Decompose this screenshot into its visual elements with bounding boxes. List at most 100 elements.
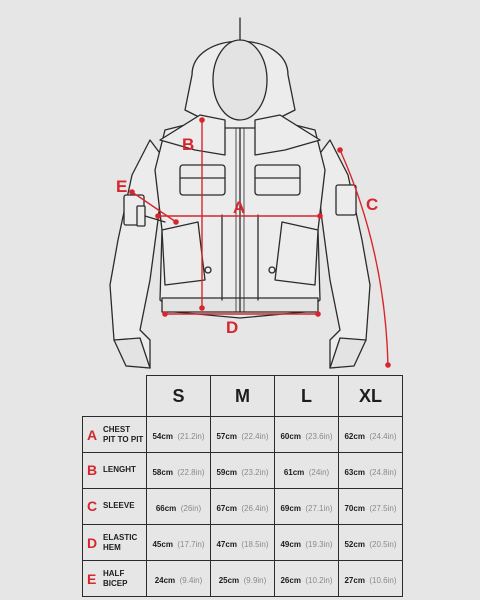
measurement-value: 54cm (21.2in) [146, 416, 211, 453]
value-cm: 63cm [344, 467, 365, 477]
measurement-value: 27cm (10.6in) [338, 560, 403, 597]
measurement-name: HALF BICEP [103, 568, 128, 588]
value-cm: 54cm [152, 431, 173, 441]
measurement-letter: D [87, 534, 98, 551]
measurement-value: 59cm (23.2in) [210, 452, 275, 489]
measurement-value: 25cm (9.9in) [210, 560, 275, 597]
value-cm: 60cm [280, 431, 301, 441]
value-inch: (24.4in) [369, 431, 397, 441]
dim-c-letter: C [366, 195, 378, 214]
value-cm: 49cm [280, 539, 301, 549]
dim-d-letter: D [226, 318, 238, 337]
value-inch: (23.6in) [305, 431, 333, 441]
measurement-value: 60cm (23.6in) [274, 416, 339, 453]
value-cm: 52cm [344, 539, 365, 549]
measurement-label: A CHEST PIT TO PIT [82, 416, 147, 453]
jacket-technical-drawing: A B C D E [109, 17, 391, 369]
measurement-name: LENGHT [103, 465, 136, 475]
right-collar-flap [254, 114, 321, 156]
value-inch: (24.8in) [369, 467, 397, 477]
measurement-name: CHEST PIT TO PIT [103, 424, 144, 444]
value-inch: (10.6in) [369, 575, 397, 585]
right-sleeve-pocket [335, 184, 357, 216]
value-inch: (27.5in) [369, 503, 397, 513]
dim-b-letter: B [182, 135, 194, 154]
value-inch: (9.4in) [179, 575, 203, 585]
measurement-label: C SLEEVE [82, 488, 147, 525]
value-inch: (23.2in) [241, 467, 269, 477]
measurement-value: 58cm (22.8in) [146, 452, 211, 489]
dim-e-line [129, 189, 179, 225]
size-header: L [274, 375, 339, 417]
value-inch: (26.4in) [241, 503, 269, 513]
measurement-letter: E [87, 570, 97, 587]
dim-e-letter: E [116, 177, 127, 196]
measurement-value: 63cm (24.8in) [338, 452, 403, 489]
measurement-value: 66cm (26in) [146, 488, 211, 525]
value-cm: 62cm [344, 431, 365, 441]
measurement-value: 69cm (27.1in) [274, 488, 339, 525]
value-inch: (18.5in) [241, 539, 269, 549]
measurement-value: 24cm (9.4in) [146, 560, 211, 597]
value-inch: (22.4in) [241, 431, 269, 441]
value-cm: 66cm [155, 503, 177, 513]
value-cm: 45cm [152, 539, 173, 549]
value-inch: (24in) [308, 467, 330, 477]
value-cm: 58cm [152, 467, 173, 477]
measurement-name: ELASTIC HEM [103, 532, 138, 552]
value-cm: 69cm [280, 503, 301, 513]
value-inch: (17.7in) [177, 539, 205, 549]
value-inch: (22.8in) [177, 467, 205, 477]
size-header: S [146, 375, 211, 417]
jacket-outline [109, 17, 371, 369]
right-chest-pocket [254, 164, 301, 196]
value-cm: 70cm [344, 503, 365, 513]
left-cuff [113, 337, 151, 369]
value-inch: (21.2in) [177, 431, 205, 441]
measurement-letter: A [87, 426, 98, 443]
value-cm: 61cm [283, 467, 305, 477]
value-cm: 47cm [216, 539, 237, 549]
measurement-value: 62cm (24.4in) [338, 416, 403, 453]
value-cm: 59cm [216, 467, 237, 477]
measurement-value: 49cm (19.3in) [274, 524, 339, 561]
right-lower-pocket [274, 221, 319, 286]
dim-c-line [337, 147, 391, 368]
measurement-value: 61cm (24in) [274, 452, 339, 489]
measurement-label: B LENGHT [82, 452, 147, 489]
measurement-value: 26cm (10.2in) [274, 560, 339, 597]
value-inch: (26in) [180, 503, 202, 513]
value-inch: (10.2in) [305, 575, 333, 585]
left-collar-flap [159, 114, 226, 156]
size-header: XL [338, 375, 403, 417]
measurement-value: 70cm (27.5in) [338, 488, 403, 525]
measurement-label: E HALF BICEP [82, 560, 147, 597]
size-header: M [210, 375, 275, 417]
measurement-value: 45cm (17.7in) [146, 524, 211, 561]
measurement-label: D ELASTIC HEM [82, 524, 147, 561]
value-inch: (19.3in) [305, 539, 333, 549]
value-inch: (27.1in) [305, 503, 333, 513]
measurement-row: C SLEEVE 66cm (26in) 67cm (26.4in) 69cm (27.… [82, 488, 403, 525]
value-cm: 67cm [216, 503, 237, 513]
size-header-row: S M L XL [82, 375, 403, 417]
value-cm: 57cm [216, 431, 237, 441]
measurement-letter: B [87, 462, 98, 479]
measurement-name: SLEEVE [103, 501, 135, 511]
value-inch: (9.9in) [243, 575, 267, 585]
hood-opening [212, 39, 268, 121]
corner-cell [82, 375, 147, 417]
measurement-letter: C [87, 498, 98, 515]
measurement-value: 47cm (18.5in) [210, 524, 275, 561]
left-lower-pocket [161, 221, 206, 286]
value-cm: 25cm [218, 575, 240, 585]
value-cm: 27cm [344, 575, 365, 585]
value-cm: 24cm [154, 575, 176, 585]
value-cm: 26cm [280, 575, 301, 585]
dim-a-letter: A [233, 198, 245, 217]
